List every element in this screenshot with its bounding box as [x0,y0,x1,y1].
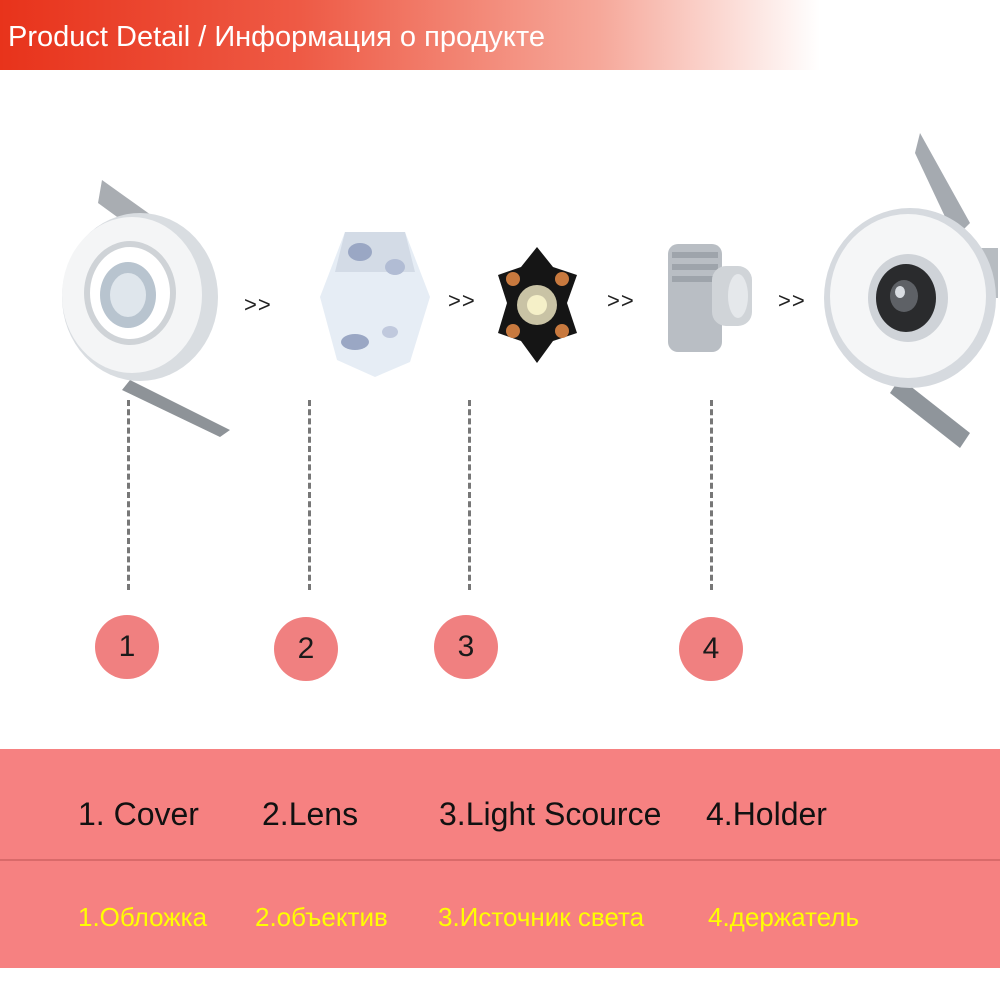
dashed-line-1 [127,400,130,590]
arrow-4: >> [778,288,806,313]
band-divider [0,859,1000,861]
label-ru-cover: 1.Обложка [78,902,208,932]
arrow-2: >> [448,288,476,313]
led-chip-photo-icon [495,245,580,365]
holder-photo-icon [660,238,760,356]
part-number-2: 2 [274,617,338,681]
part-number-1: 1 [95,615,159,679]
label-en-light-source: 3.Light Scource [439,796,662,832]
label-ru-holder: 4.держатель [708,902,859,932]
label-ru-lens: 2.объектив [255,902,388,932]
header-banner: Product Detail / Информация о продукте [0,0,1000,70]
cover-photo-icon [60,175,235,440]
label-en-holder: 4.Holder [706,796,827,832]
label-en-lens: 2.Lens [262,796,359,832]
page-title: Product Detail / Информация о продукте [8,21,545,53]
arrow-1: >> [244,292,272,317]
russian-labels-band [0,861,1000,968]
dashed-line-3 [468,400,471,590]
assembled-downlight-photo-icon [820,128,1000,453]
label-en-cover: 1. Cover [78,796,199,832]
lens-photo-icon [315,222,435,382]
part-number-4: 4 [679,617,743,681]
english-labels-band [0,749,1000,859]
label-ru-light-source: 3.Источник света [438,902,645,932]
part-number-3: 3 [434,615,498,679]
dashed-line-2 [308,400,311,590]
dashed-line-4 [710,400,713,590]
arrow-3: >> [607,288,635,313]
